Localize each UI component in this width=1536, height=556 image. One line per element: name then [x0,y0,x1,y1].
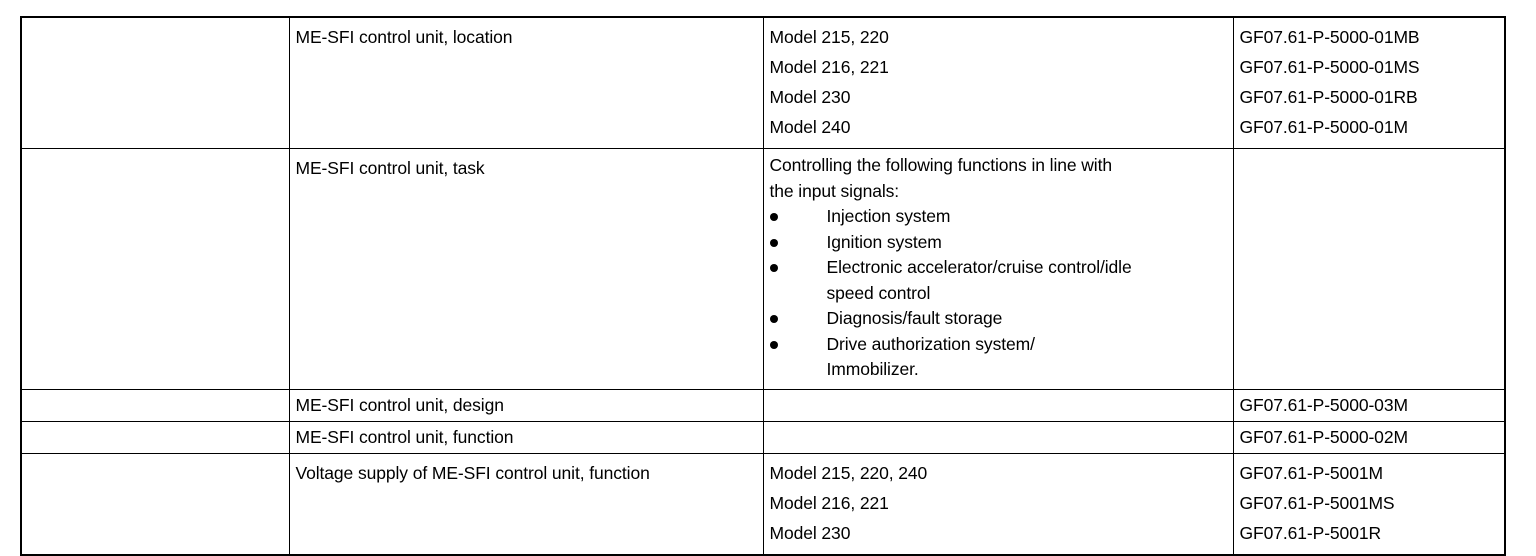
bullet-icon [769,340,778,349]
description-cell: Voltage supply of ME-SFI control unit, f… [288,452,764,555]
tag-cell [20,16,290,149]
document-code-link[interactable]: GF07.61-P-5001MS [1239,492,1395,513]
document-code-link[interactable]: GF07.61-P-5000-01MS [1239,57,1420,77]
document-code-list: GF07.61-P-5001M GF07.61-P-5001MS GF07.61… [1234,454,1505,554]
model-line: Model 240 [769,117,851,137]
document-code-cell: GF07.61-P-5000-01MB GF07.61-P-5000-01MS … [1232,16,1506,149]
document-code-link[interactable]: GF07.61-P-5001M [1239,462,1384,483]
list-item-line: Electronic accelerator/cruise control/id… [826,257,1132,277]
tag-cell [20,388,290,422]
bullet-icon [769,315,778,323]
tag-cell [20,452,290,555]
task-detail-content: Controlling the following functions in l… [764,149,1233,389]
description-text: ME-SFI control unit, function [295,426,514,447]
description-text: ME-SFI control unit, location [295,27,513,47]
model-line: Model 230 [769,522,851,543]
document-code-link[interactable]: GF07.61-P-5000-03M [1239,394,1409,415]
task-intro-line: Controlling the following functions in l… [769,155,1113,175]
list-item: Ignition system [769,230,1233,256]
list-item: Drive authorization system/ Immobilizer. [769,332,1233,383]
list-item-line: Diagnosis/fault storage [826,308,1003,328]
list-item: Diagnosis/fault storage [769,306,1233,332]
description-cell: ME-SFI control unit, task [288,148,764,390]
models-cell [762,388,1234,422]
document-code-list: GF07.61-P-5000-01MB GF07.61-P-5000-01MS … [1234,18,1505,148]
task-detail-cell: Controlling the following functions in l… [762,148,1234,390]
document-code-link[interactable]: GF07.61-P-5000-02M [1239,426,1409,447]
description-cell: ME-SFI control unit, location [288,16,764,149]
models-cell [762,420,1234,454]
model-line: Model 230 [769,87,851,107]
specification-table: ME-SFI control unit, location Model 215,… [20,16,1506,556]
document-code-list: GF07.61-P-5000-03M [1234,390,1505,421]
model-line: Model 215, 220 [769,27,889,47]
model-line: Model 216, 221 [769,492,889,513]
document-code-link[interactable]: GF07.61-P-5000-01RB [1239,87,1418,107]
document-code-cell: GF07.61-P-5000-03M [1232,388,1506,422]
table-row: ME-SFI control unit, function GF07.61-P-… [20,420,1506,454]
bullet-icon [769,238,778,247]
description-cell: ME-SFI control unit, design [288,388,764,422]
description-text: ME-SFI control unit, design [295,394,504,415]
models-list: Model 215, 220 Model 216, 221 Model 230 … [764,18,1233,148]
bullet-icon [769,213,778,221]
document-code-list: GF07.61-P-5000-02M [1234,422,1505,453]
tag-cell [20,420,290,454]
description-text: Voltage supply of ME-SFI control unit, f… [295,462,650,483]
list-item-line: Ignition system [826,231,942,252]
tag-text [22,422,289,424]
document-code-cell: GF07.61-P-5000-02M [1232,420,1506,454]
models-list: Model 215, 220, 240 Model 216, 221 Model… [764,454,1233,554]
document-code-cell: GF07.61-P-5001M GF07.61-P-5001MS GF07.61… [1232,452,1506,555]
list-item: Injection system [769,204,1233,230]
list-item-line: Injection system [826,206,951,226]
models-list [764,422,1233,424]
document-code-link[interactable]: GF07.61-P-5001R [1239,522,1382,543]
description-cell: ME-SFI control unit, function [288,420,764,454]
document-code-link[interactable]: GF07.61-P-5000-01MB [1239,27,1420,47]
models-cell: Model 215, 220 Model 216, 221 Model 230 … [762,16,1234,149]
task-intro-line: the input signals: [769,180,900,201]
list-item-line: Drive authorization system/ [826,333,1035,354]
table-row: Voltage supply of ME-SFI control unit, f… [20,452,1506,555]
models-list [764,390,1233,392]
model-line: Model 215, 220, 240 [769,462,928,483]
table-row: ME-SFI control unit, location Model 215,… [20,16,1506,149]
model-line: Model 216, 221 [769,57,889,77]
description-text: ME-SFI control unit, task [295,158,485,178]
table-row: ME-SFI control unit, design GF07.61-P-50… [20,388,1506,422]
document-code-cell [1232,148,1506,390]
task-bullet-list: Injection system Ignition system Electro… [769,204,1233,383]
models-cell: Model 215, 220, 240 Model 216, 221 Model… [762,452,1234,555]
list-item: Electronic accelerator/cruise control/id… [769,255,1233,306]
table-row: ME-SFI control unit, task Controlling th… [20,148,1506,390]
tag-cell [20,148,290,390]
document-code-link[interactable]: GF07.61-P-5000-01M [1239,117,1409,137]
tag-text [22,390,289,392]
bullet-icon [769,264,778,272]
list-item-line: Immobilizer. [826,359,919,379]
list-item-line: speed control [826,282,931,303]
